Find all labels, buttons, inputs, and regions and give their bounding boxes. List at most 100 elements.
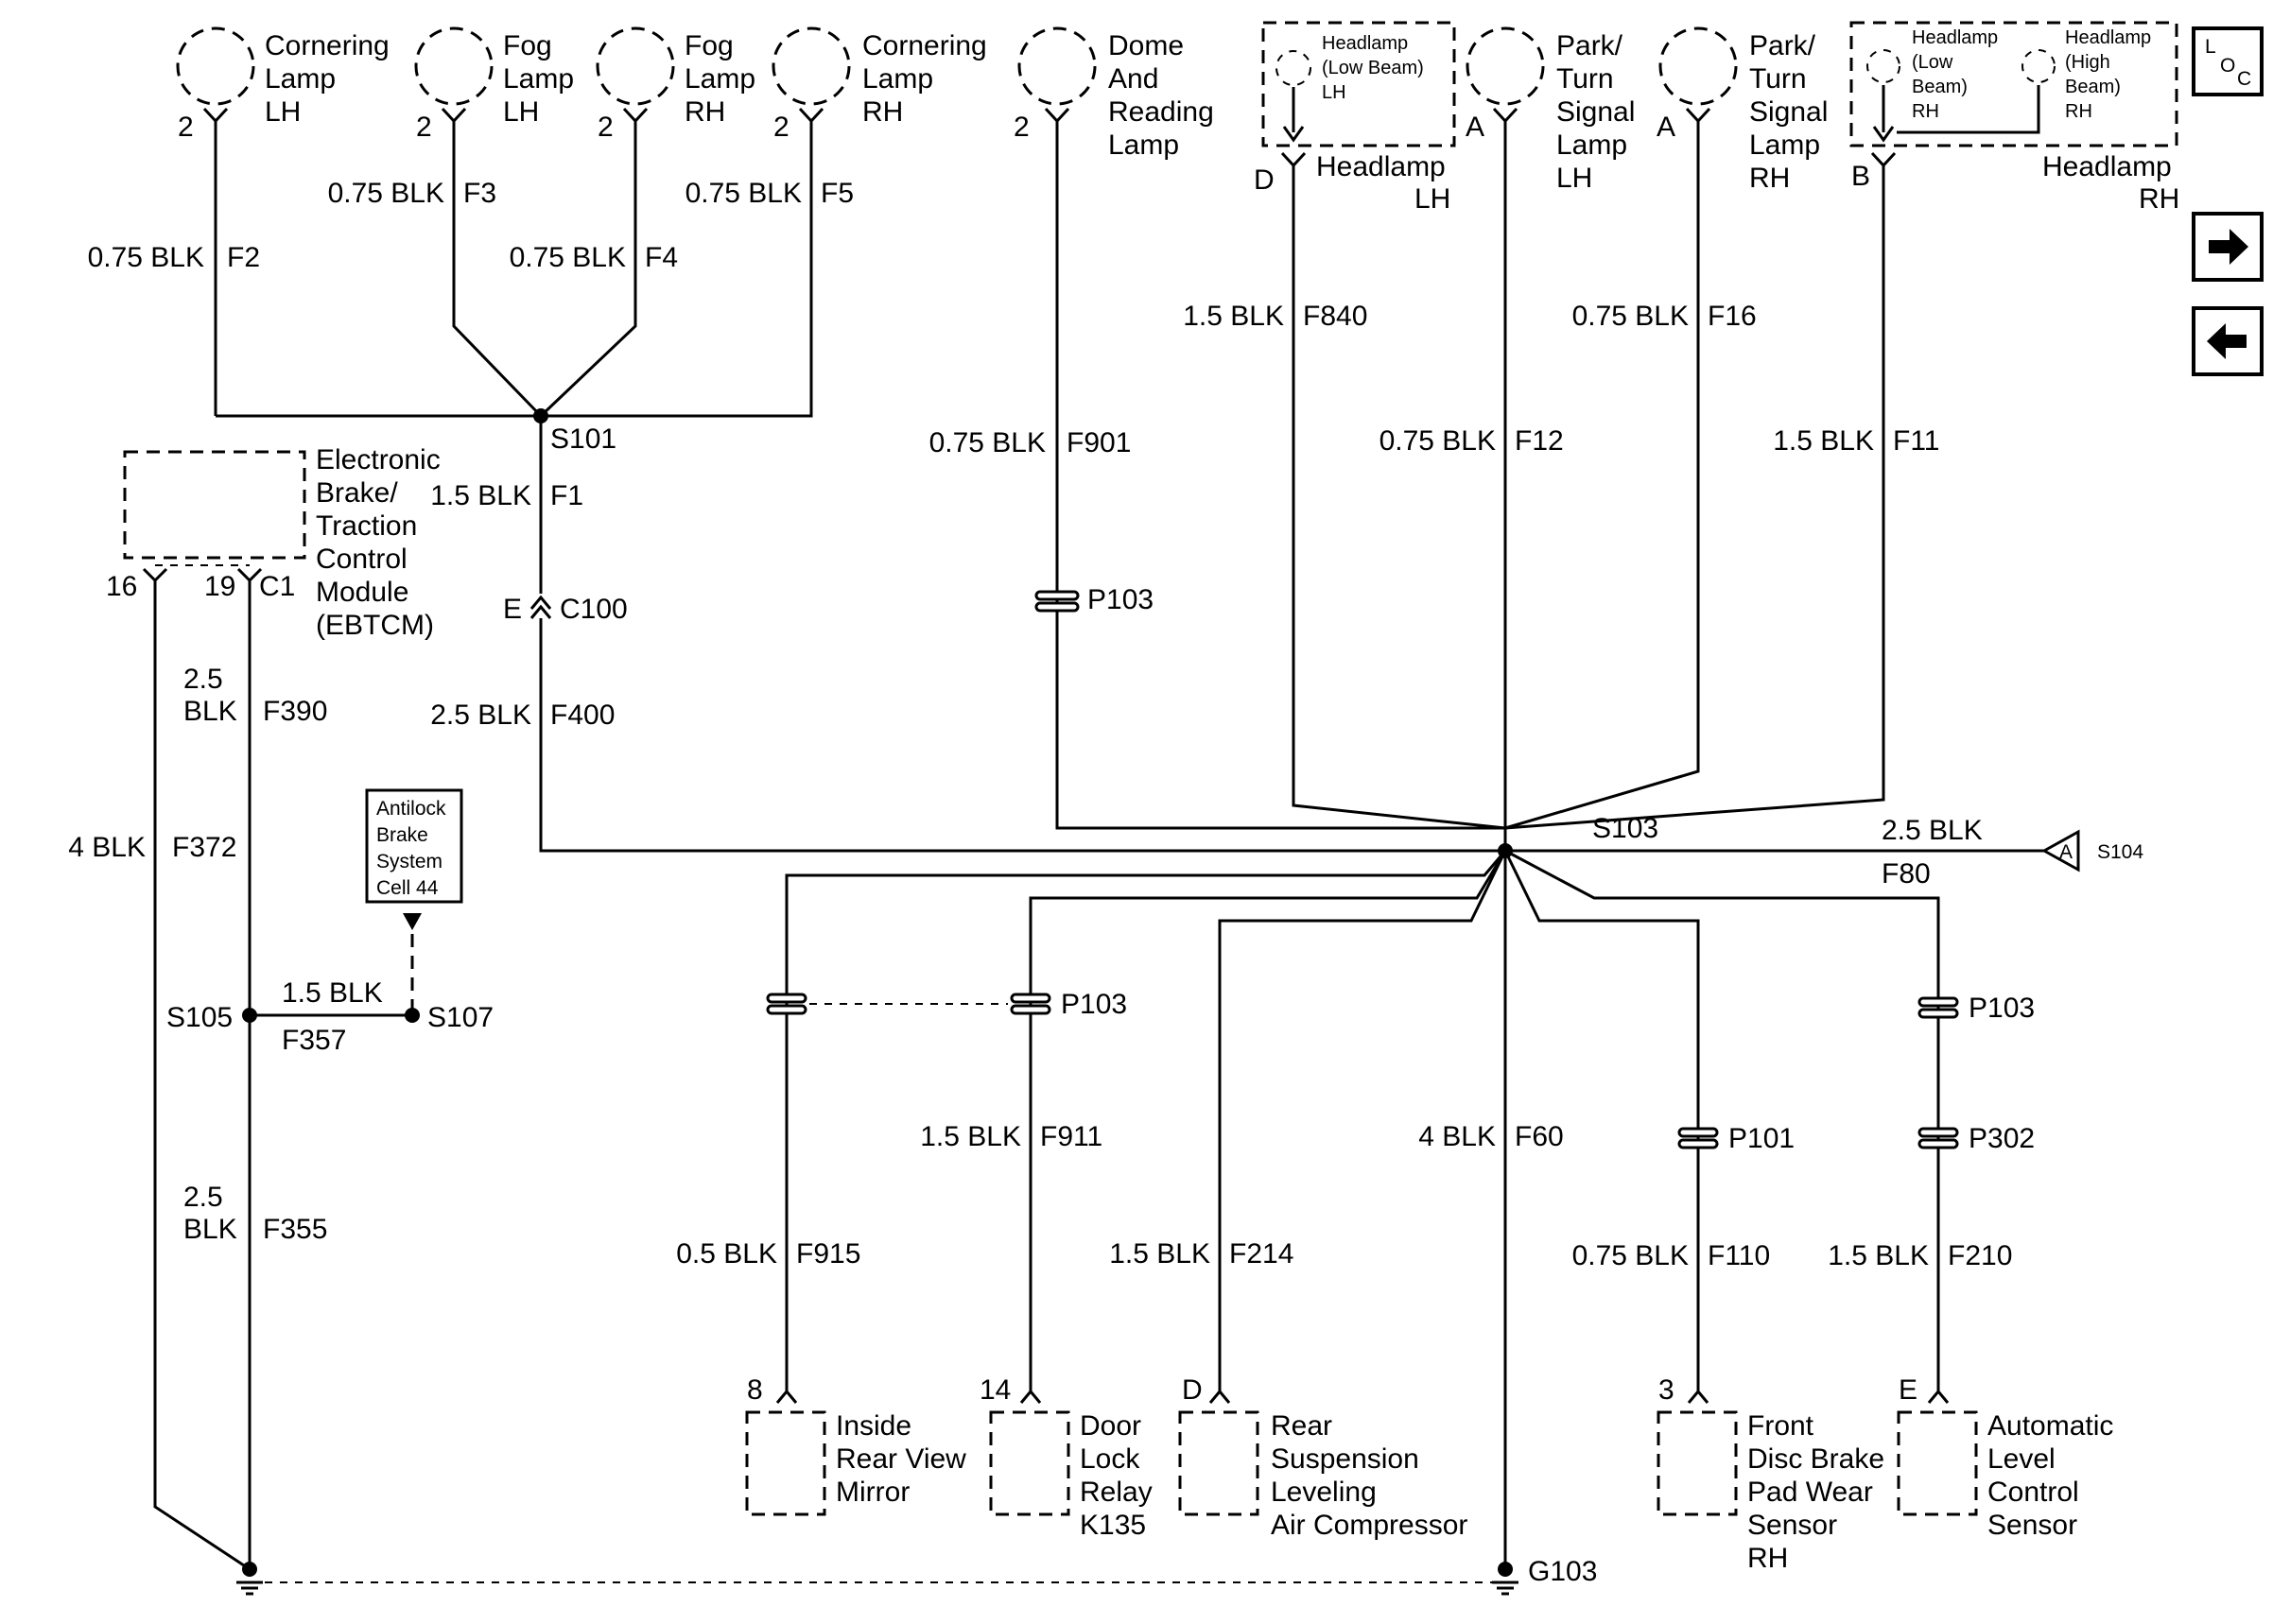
wire-f901-id: F901 [1067, 427, 1131, 458]
dome-lamp-label-2: And [1108, 63, 1158, 95]
wire-f110-id: F110 [1708, 1240, 1770, 1271]
headlamp-lh-label-1: Headlamp [1316, 151, 1446, 182]
ebtcm-label-6: (EBTCM) [316, 610, 434, 641]
connector-p103-level-label: P103 [1969, 993, 2035, 1024]
wire-f16-size: 0.75 BLK [1572, 301, 1689, 332]
next-page-button[interactable] [2192, 212, 2264, 282]
park-lh-label-3: Signal [1556, 96, 1635, 128]
wire-f840-size: 1.5 BLK [1183, 301, 1284, 332]
headlamp-rh-high-2: (High [2065, 52, 2110, 73]
headlamp-rh: Headlamp (Low Beam) RH Headlamp (High Be… [1504, 21, 2179, 830]
prev-page-button[interactable] [2192, 306, 2264, 376]
disc-brake-label-2: Disc Brake [1747, 1443, 1884, 1475]
park-lh-label-4: Lamp [1556, 130, 1627, 161]
wire-f3-size: 0.75 BLK [328, 178, 444, 209]
park-lh-pin: A [1466, 112, 1484, 143]
arrow-left-icon [2207, 323, 2247, 359]
fog-lamp-lh: Fog Lamp LH 2 [414, 26, 574, 418]
fog-lamp-rh-label-1: Fog [685, 30, 734, 61]
park-lh-label-5: LH [1556, 163, 1592, 194]
door-lock-relay: Door Lock Relay K135 [989, 1410, 1153, 1541]
mirror-label-3: Mirror [836, 1477, 910, 1508]
antilock-label-4: Cell 44 [376, 877, 439, 899]
level-ctrl-label-3: Control [1987, 1477, 2079, 1508]
disc-brake-label-4: Sensor [1747, 1510, 1837, 1541]
headlamp-lh-inner-1: Headlamp [1322, 33, 1408, 54]
headlamp-lh-inner-2: (Low Beam) [1322, 58, 1424, 78]
headlamp-rh-low-2: (Low [1912, 52, 1953, 73]
cornering-lamp-rh-label-1: Cornering [862, 30, 987, 61]
wire-f210-size: 1.5 BLK [1828, 1240, 1929, 1271]
headlamp-lh-pin: D [1254, 164, 1275, 196]
park-lh-label-2: Turn [1556, 63, 1614, 95]
connector-p103-dome-label: P103 [1087, 584, 1154, 615]
wire-f911-size: 1.5 BLK [920, 1121, 1021, 1152]
door-lock-label-4: K135 [1080, 1510, 1146, 1541]
wire-f5-size: 0.75 BLK [685, 178, 802, 209]
wire-f390-id: F390 [263, 696, 327, 727]
wire-f1-size: 1.5 BLK [430, 480, 531, 511]
off-page-ref-s104[interactable]: A S104 [2040, 829, 2143, 872]
fog-lamp-lh-label-3: LH [503, 96, 539, 128]
automatic-level-control-sensor: Automatic Level Control Sensor [1897, 1410, 2113, 1541]
wire-f11-size: 1.5 BLK [1773, 425, 1874, 457]
fog-lamp-lh-label-1: Fog [503, 30, 552, 61]
level-ctrl-label-4: Sensor [1987, 1510, 2077, 1541]
headlamp-rh-low-3: Beam) [1912, 77, 1968, 97]
rear-susp-label-3: Leveling [1271, 1477, 1377, 1508]
park-rh-label-2: Turn [1749, 63, 1807, 95]
loc-button[interactable]: L O C [2192, 26, 2264, 96]
disc-brake-label-5: RH [1747, 1543, 1788, 1574]
ebtcm-pin-16: 16 [106, 571, 137, 602]
s104-pin: A [2059, 841, 2073, 863]
dome-lamp-label-4: Lamp [1108, 130, 1179, 161]
connector-c100: E C100 [503, 594, 628, 625]
splice-s105-label: S105 [166, 1002, 233, 1033]
ebtcm-label-1: Electronic [316, 444, 441, 475]
connector-p103-dome: P103 [1034, 584, 1154, 615]
wire-f60-id: F60 [1515, 1121, 1564, 1152]
wire-f110-size: 0.75 BLK [1572, 1240, 1689, 1271]
headlamp-rh-high-1: Headlamp [2065, 27, 2151, 48]
wire-f915-id: F915 [796, 1238, 860, 1270]
antilock-label-3: System [376, 851, 442, 872]
wire-f400-size: 2.5 BLK [430, 700, 531, 731]
antilock-label-2: Brake [376, 824, 428, 846]
ebtcm-label-3: Traction [316, 510, 417, 542]
antilock-label-1: Antilock [376, 798, 446, 820]
door-lock-label-1: Door [1080, 1410, 1141, 1442]
splice-s101: S101 [533, 408, 616, 455]
wire-f372-size: 4 BLK [68, 832, 146, 863]
wire-f210-id: F210 [1948, 1240, 2012, 1271]
arrow-right-icon [2209, 229, 2248, 265]
level-ctrl-pin: E [1899, 1374, 1917, 1406]
ebtcm-label-4: Control [316, 544, 408, 575]
mirror-pin: 8 [747, 1374, 763, 1406]
ebtcm-connector-c1: C1 [259, 571, 295, 602]
wire-f915-size: 0.5 BLK [676, 1238, 777, 1270]
wire-f400-id: F400 [550, 700, 615, 731]
ebtcm-label-5: Module [316, 577, 408, 608]
disc-brake-label-3: Pad Wear [1747, 1477, 1873, 1508]
mirror-label-2: Rear View [836, 1443, 966, 1475]
connector-c100-label: C100 [560, 594, 628, 625]
ground-g103-label: G103 [1528, 1556, 1597, 1587]
wire-f357-id: F357 [282, 1025, 346, 1056]
connector-p302: P302 [1917, 1123, 2035, 1154]
wire-f355-id: F355 [263, 1214, 327, 1245]
wire-f357-size: 1.5 BLK [282, 977, 383, 1009]
door-lock-pin: 14 [980, 1374, 1011, 1406]
connector-p302-label: P302 [1969, 1123, 2035, 1154]
connector-p101: P101 [1677, 1123, 1795, 1154]
wire-f60-size: 4 BLK [1418, 1121, 1496, 1152]
wire-f5-id: F5 [821, 178, 854, 209]
cornering-lamp-lh-label-2: Lamp [265, 63, 336, 95]
headlamp-rh-high-3: Beam) [2065, 77, 2121, 97]
wire-f901-size: 0.75 BLK [929, 427, 1046, 458]
fog-lamp-rh-label-3: RH [685, 96, 725, 128]
ground-g103: G103 [1492, 1556, 1597, 1596]
connector-p103-mirror [766, 993, 807, 1015]
level-ctrl-label-2: Level [1987, 1443, 2056, 1475]
connector-p101-label: P101 [1728, 1123, 1795, 1154]
